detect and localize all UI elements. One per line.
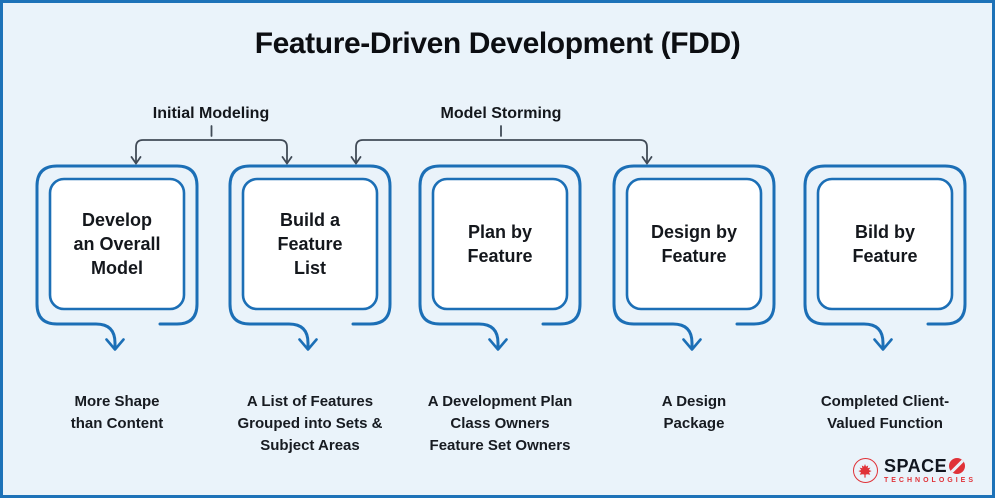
caption-bild-by-feature: Completed Client- Valued Function [820,393,950,432]
loop-arrow-shape [35,164,199,351]
loop-arrowhead-icon [682,338,702,351]
logo-tagline: TECHNOLOGIES [883,477,976,484]
bracket-model-storming-arrowheads [350,156,653,165]
loop-arrow-shape [228,164,392,351]
stage-bild-by-feature: Bild by Feature [803,163,967,359]
stage-label-develop-overall-model: Develop an Overall Model [73,210,161,278]
caption-build-feature-list: A List of Features Grouped into Sets & S… [237,393,383,454]
caption-design-by-feature: A Design Package [661,393,727,432]
maple-leaf-icon [852,458,878,483]
loop-arrow-shape [418,164,582,351]
loop-arrowhead-icon [105,338,125,351]
caption-develop-overall-model: More Shape than Content [70,393,164,432]
loop-arrow-shape [612,164,776,351]
loop-arrowhead-icon [873,338,893,351]
loop-arrowhead-icon [488,338,508,351]
logo-brand-text: SPACE [883,456,948,476]
phase-bracket-connectors [130,125,653,165]
stage-label-plan-by-feature: Plan by Feature [467,222,533,266]
stage-design-by-feature: Design by Feature [612,163,776,359]
phase-label-model-storming: Model Storming [440,105,562,122]
stage-develop-overall-model: Develop an Overall Model [35,163,199,359]
stage-plan-by-feature: Plan by Feature [418,163,582,359]
bracket-model-storming [355,125,648,163]
caption-plan-by-feature: A Development Plan Class Owners Feature … [427,393,573,454]
loop-arrowhead-icon [298,338,318,351]
bracket-initial-modeling-arrowheads [130,156,293,165]
page-title: Feature-Driven Development (FDD) [254,27,741,60]
loop-arrow-shape [803,164,967,351]
spaceo-logo: SPACE TECHNOLOGIES [852,456,976,484]
stage-label-bild-by-feature: Bild by Feature [852,222,918,266]
stage-label-build-feature-list: Build a Feature List [277,210,343,278]
phase-label-initial-modeling: Initial Modeling [152,105,270,122]
slashed-o-icon [949,458,966,474]
stage-build-feature-list: Build a Feature List [228,163,392,359]
stage-label-design-by-feature: Design by Feature [650,222,738,266]
bracket-initial-modeling [135,125,288,163]
